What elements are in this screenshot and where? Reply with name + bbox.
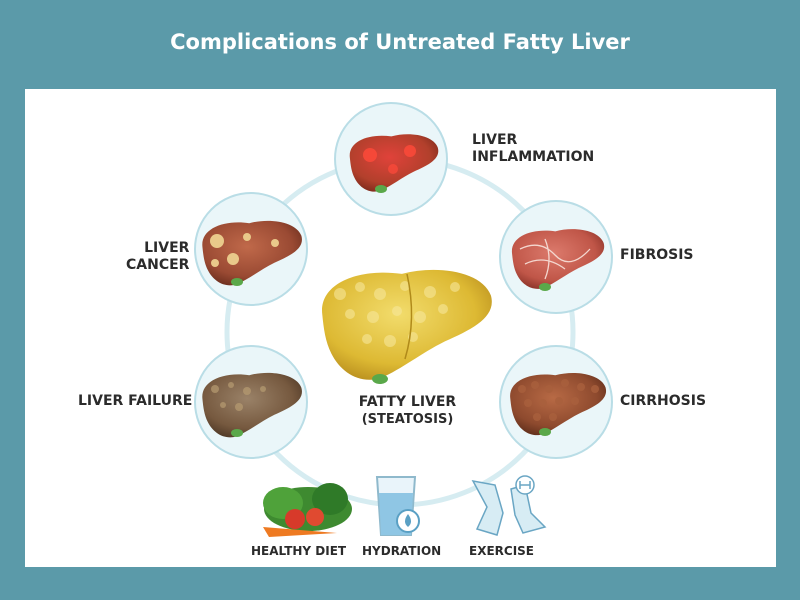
page-title: Complications of Untreated Fatty Liver xyxy=(170,30,630,54)
fibrosis-liver-icon xyxy=(511,229,605,291)
cirrhosis-liver-icon xyxy=(510,372,607,436)
fatty-liver-icon xyxy=(322,269,492,384)
label-exercise: EXERCISE xyxy=(469,544,534,558)
label-hydration: HYDRATION xyxy=(362,544,442,558)
label-liver-failure: LIVER FAILURE xyxy=(78,393,193,409)
label-healthy-diet: HEALTHY DIET xyxy=(251,544,347,558)
water-glass-icon xyxy=(375,476,420,536)
running-shoe-icon xyxy=(471,475,547,536)
label-liver-cancer: LIVER CANCER xyxy=(126,240,190,273)
label-fatty-liver: FATTY LIVER (STEATOSIS) xyxy=(358,394,457,427)
failure-liver-icon xyxy=(202,372,302,438)
label-cirrhosis: CIRRHOSIS xyxy=(620,393,707,409)
label-fibrosis: FIBROSIS xyxy=(620,247,694,263)
label-liver-inflammation: LIVER INFLAMMATION xyxy=(472,132,595,165)
inflamed-liver-icon xyxy=(349,134,439,193)
cancer-liver-icon xyxy=(202,220,302,286)
vegetables-icon xyxy=(263,483,352,537)
diagram-panel: LIVER INFLAMMATION FIBROSIS CIRRHOSIS LI… xyxy=(25,89,776,567)
diagram-artwork xyxy=(194,102,613,537)
